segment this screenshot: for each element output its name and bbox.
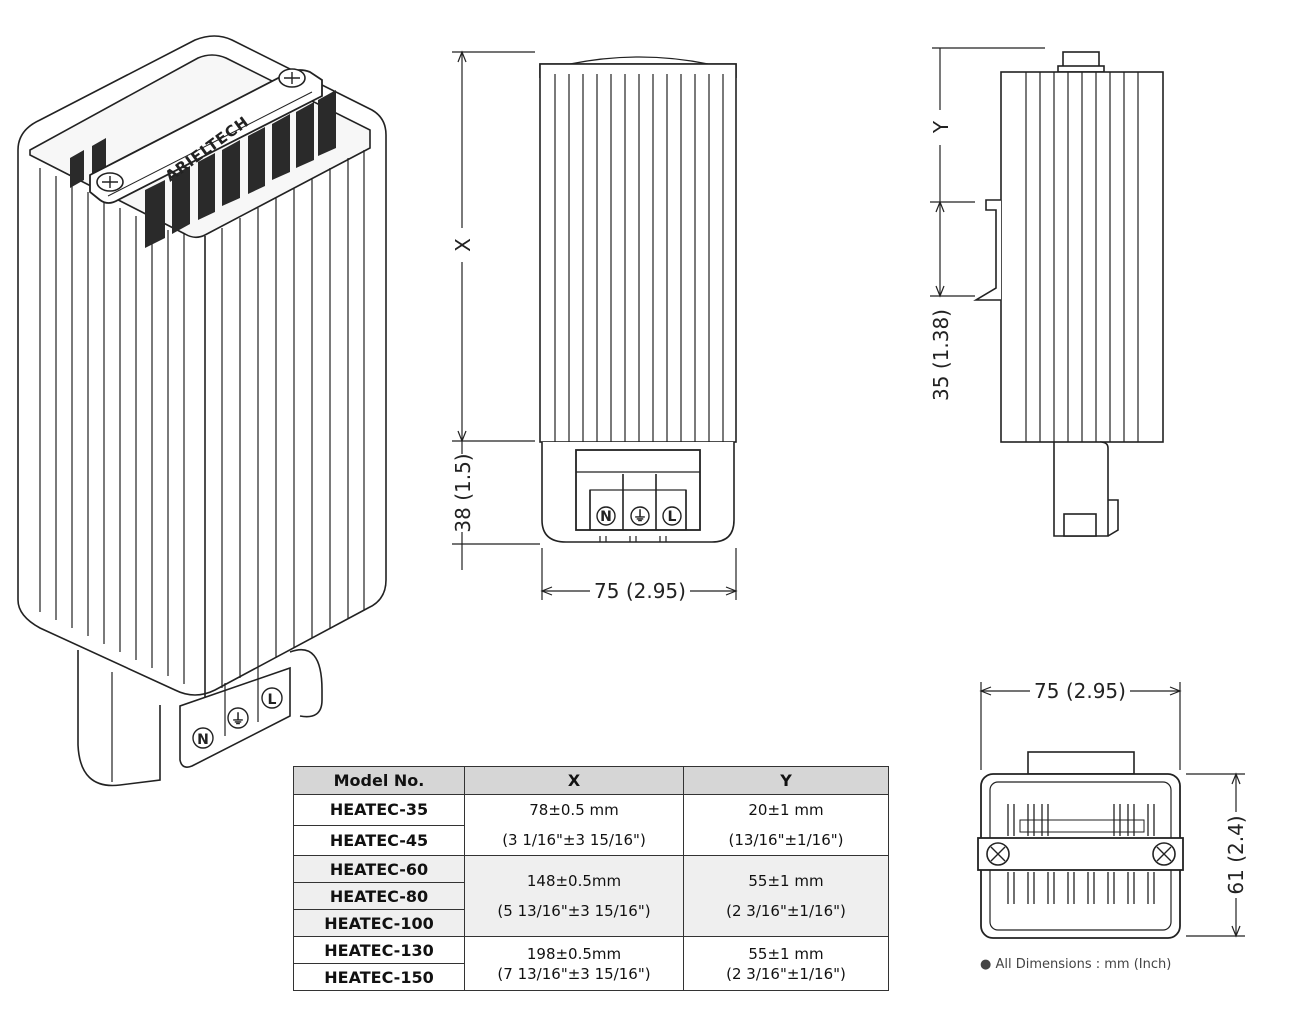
header-x: X: [464, 766, 684, 795]
front-terminal-n-icon: N: [600, 509, 612, 525]
heat-sink-fins: [70, 90, 336, 248]
y-cell: 55±1 mm(2 3/16"±1/16"): [683, 855, 889, 937]
model-cell: HEATEC-45: [293, 824, 465, 856]
dim-y-label: Y: [929, 120, 953, 134]
model-cell: HEATEC-80: [293, 882, 465, 910]
left-face-fins: [39, 168, 185, 684]
model-cell: HEATEC-35: [293, 794, 465, 826]
table-row: HEATEC-150: [293, 963, 889, 991]
terminal-ground-icon: ⏚: [231, 712, 245, 728]
bottom-screw-icon: [986, 842, 1176, 866]
dim-61-label: 61 (2.4): [1224, 815, 1248, 894]
screw-icon: [96, 68, 306, 192]
right-face-fins: [221, 150, 365, 688]
table-header-row: Model No. X Y: [293, 766, 889, 795]
table-row: HEATEC-45: [293, 824, 889, 856]
isometric-view: ARIELTECH N ⏚ L: [17, 35, 387, 787]
table-row: HEATEC-130 198±0.5mm(7 13/16"±3 15/16") …: [293, 936, 889, 991]
dimensions-note: ● All Dimensions : mm (Inch): [980, 957, 1172, 972]
terminal-l-icon: L: [268, 692, 277, 708]
front-fins: [554, 74, 724, 442]
side-fins: [1025, 72, 1139, 442]
x-cell: 148±0.5mm(5 13/16"±3 15/16"): [464, 855, 684, 937]
front-view: N ⏚ L X 38 (1.5) 75 (2.95): [451, 50, 738, 603]
model-cell: HEATEC-60: [293, 855, 465, 883]
dim-38-label: 38 (1.5): [451, 453, 475, 532]
dim-75-bottom-label: 75 (2.95): [1034, 679, 1126, 703]
front-terminal-l-icon: L: [668, 509, 677, 525]
header-model: Model No.: [293, 766, 465, 795]
dim-x-label: X: [451, 238, 475, 252]
model-cell: HEATEC-100: [293, 909, 465, 937]
y-cell: 20±1 mm(13/16"±1/16"): [683, 794, 889, 856]
table-row: HEATEC-100: [293, 909, 889, 937]
x-cell: 198±0.5mm(7 13/16"±3 15/16"): [464, 936, 684, 991]
front-terminal-ground-icon: ⏚: [633, 509, 647, 525]
side-view: Y 35 (1.38): [929, 47, 1164, 537]
bottom-fins: [1007, 804, 1155, 904]
table-row: HEATEC-80: [293, 882, 889, 910]
bottom-view: 75 (2.95) 61 (2.4): [977, 679, 1248, 939]
table-row: HEATEC-60 148±0.5mm(5 13/16"±3 15/16") 5…: [293, 855, 889, 937]
y-cell: 55±1 mm(2 3/16"±1/16"): [683, 936, 889, 991]
model-cell: HEATEC-150: [293, 963, 465, 991]
header-y: Y: [683, 766, 889, 795]
dim-35-label: 35 (1.38): [929, 309, 953, 401]
dimension-table: Model No. X Y HEATEC-35 78±0.5 mm(3 1/16…: [293, 766, 889, 991]
x-cell: 78±0.5 mm(3 1/16"±3 15/16"): [464, 794, 684, 856]
dim-75-front-label: 75 (2.95): [594, 579, 686, 603]
table-row: HEATEC-35 78±0.5 mm(3 1/16"±3 15/16") 20…: [293, 794, 889, 856]
terminal-n-icon: N: [197, 732, 209, 748]
model-cell: HEATEC-130: [293, 936, 465, 964]
